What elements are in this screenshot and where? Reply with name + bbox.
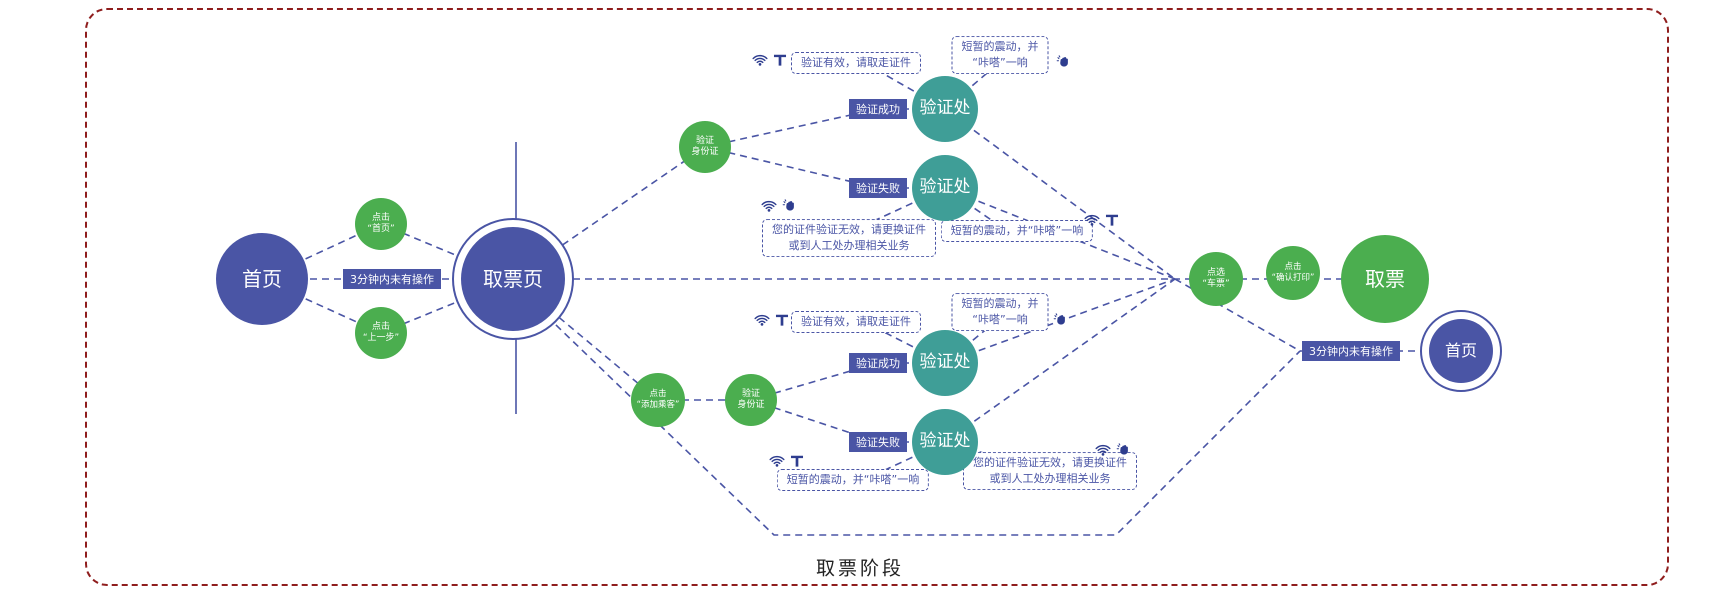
t-icon bbox=[772, 52, 789, 69]
wifi-icon bbox=[1084, 212, 1101, 229]
diagram-title: 取票阶段 bbox=[815, 557, 905, 580]
node-verify-id-top: 验证 身份证 bbox=[679, 121, 731, 173]
fist-icon bbox=[1052, 312, 1069, 329]
icon-group-vibrate-bottom bbox=[1052, 312, 1069, 329]
wifi-icon bbox=[769, 453, 786, 470]
node-confirm-print: 点击 “确认打印” bbox=[1266, 246, 1320, 300]
icon-group-valid-top bbox=[752, 52, 789, 69]
icon-group-invalid-bottom bbox=[1095, 442, 1132, 459]
fist-icon bbox=[781, 198, 798, 215]
node-pickup-page: 取票页 bbox=[452, 218, 574, 340]
node-verify-station-top-success: 验证处 bbox=[912, 76, 978, 142]
icon-group-vibrate-top bbox=[1055, 54, 1072, 71]
node-click-home: 点击 “首页” bbox=[355, 198, 407, 250]
note-vibrate-fail-top: 短暂的震动，并“咔嗒”一响 bbox=[940, 220, 1094, 242]
note-valid-top: 验证有效，请取走证件 bbox=[791, 52, 921, 74]
node-verify-station-top-fail: 验证处 bbox=[912, 155, 978, 221]
home-right-label: 首页 bbox=[1429, 319, 1493, 383]
label-verify-fail-bottom: 验证失败 bbox=[849, 432, 907, 452]
wifi-icon bbox=[761, 198, 778, 215]
t-icon bbox=[774, 312, 791, 329]
t-icon bbox=[789, 453, 806, 470]
note-vibrate-bottom: 短暂的震动，并 “咔嗒”一响 bbox=[951, 293, 1049, 331]
t-icon bbox=[1104, 212, 1121, 229]
diagram-border bbox=[85, 8, 1669, 586]
note-vibrate-top: 短暂的震动，并 “咔嗒”一响 bbox=[951, 36, 1049, 74]
note-vibrate-fail-bottom: 短暂的震动，并“咔嗒”一响 bbox=[776, 469, 930, 491]
label-verify-fail-top: 验证失败 bbox=[849, 178, 907, 198]
node-click-back: 点击 “上一步” bbox=[355, 307, 407, 359]
wifi-icon bbox=[754, 312, 771, 329]
icon-group-vibrate-fail-top bbox=[1084, 212, 1121, 229]
label-no-operation-left: 3分钟内未有操作 bbox=[343, 269, 441, 289]
note-invalid-top: 您的证件验证无效，请更换证件 或到人工处办理相关业务 bbox=[762, 219, 936, 257]
node-home-right: 首页 bbox=[1420, 310, 1502, 392]
icon-group-invalid-top bbox=[761, 198, 798, 215]
node-home-left: 首页 bbox=[216, 233, 308, 325]
fist-icon bbox=[1055, 54, 1072, 71]
node-verify-station-bottom-fail: 验证处 bbox=[912, 409, 978, 475]
label-verify-success-top: 验证成功 bbox=[849, 99, 907, 119]
fist-icon bbox=[1115, 442, 1132, 459]
icon-group-valid-bottom bbox=[754, 312, 791, 329]
node-verify-id-bottom: 验证 身份证 bbox=[725, 374, 777, 426]
label-verify-success-bottom: 验证成功 bbox=[849, 353, 907, 373]
label-no-operation-right: 3分钟内未有操作 bbox=[1302, 341, 1400, 361]
icon-group-vibrate-fail-bottom bbox=[769, 453, 806, 470]
pickup-page-label: 取票页 bbox=[461, 227, 565, 331]
node-take-ticket: 取票 bbox=[1341, 235, 1429, 323]
note-invalid-bottom: 您的证件验证无效，请更换证件 或到人工处办理相关业务 bbox=[963, 452, 1137, 490]
node-add-passenger: 点击 “添加乘客” bbox=[631, 373, 685, 427]
node-select-ticket: 点选 “车票” bbox=[1189, 252, 1243, 306]
wifi-icon bbox=[1095, 442, 1112, 459]
node-verify-station-bottom-success: 验证处 bbox=[912, 330, 978, 396]
wifi-icon bbox=[752, 52, 769, 69]
note-valid-bottom: 验证有效，请取走证件 bbox=[791, 311, 921, 333]
